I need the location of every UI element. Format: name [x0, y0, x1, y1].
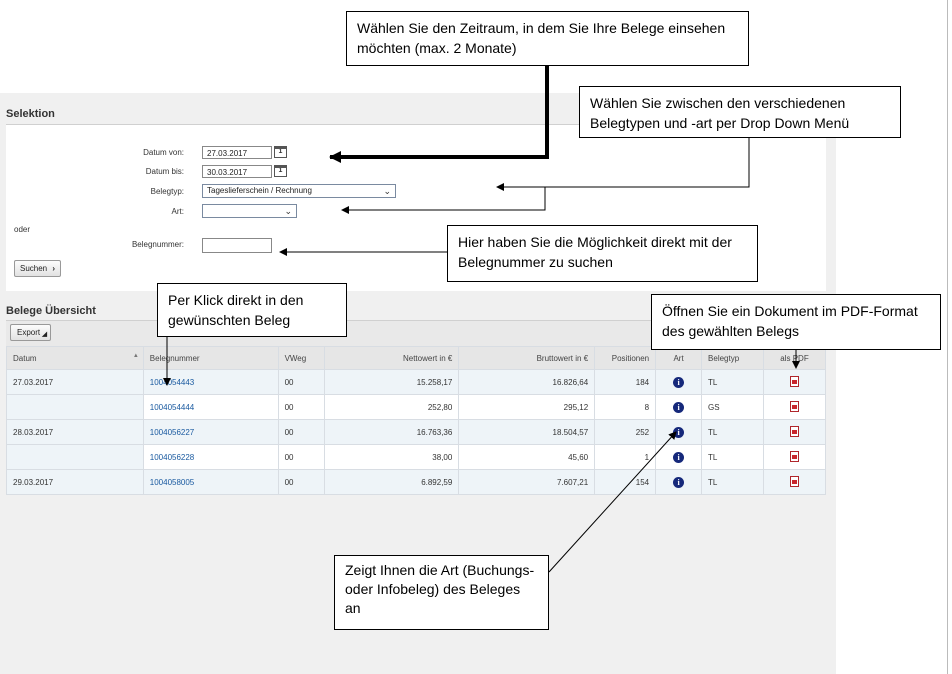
selection-title: Selektion	[6, 108, 55, 120]
overview-title: Belege Übersicht	[6, 305, 96, 317]
row-doc-type: TL	[701, 469, 764, 495]
row-vweg: 00	[277, 469, 325, 495]
callout-doc-types: Wählen Sie zwischen den verschiedenen Be…	[579, 86, 901, 138]
row-vweg: 00	[277, 419, 325, 445]
date-from-input[interactable]: 27.03.2017	[202, 146, 272, 159]
row-date	[6, 394, 144, 420]
row-net: 16.763,36	[323, 419, 460, 445]
row-positions: 252	[594, 419, 657, 445]
doc-number-label: Belegnummer:	[131, 240, 184, 249]
sort-ascending-icon[interactable]: ▲	[132, 353, 139, 359]
date-to-label: Datum bis:	[145, 167, 184, 176]
row-number-link[interactable]: 1004054444	[142, 394, 279, 420]
table-header-row: Datum ▲ Belegnummer VWeg Nettowert in € …	[6, 346, 826, 370]
doc-type-label: Belegtyp:	[150, 187, 184, 196]
row-gross: 45,60	[458, 444, 596, 470]
info-icon[interactable]: i	[673, 476, 685, 488]
callout-doc-number: Hier haben Sie die Möglichkeit direkt mi…	[447, 225, 758, 282]
chevron-down-icon: ⌄	[284, 206, 292, 216]
search-button-label: Suchen	[20, 264, 48, 273]
arrow-kind	[341, 187, 546, 214]
row-doc-type: TL	[701, 444, 764, 470]
window-border	[947, 0, 948, 674]
pdf-icon[interactable]	[790, 375, 799, 387]
row-number-link[interactable]: 1004058005	[142, 469, 279, 495]
table-row: 1004054444 00 252,80 295,12 8 i GS	[6, 394, 826, 420]
row-positions: 154	[594, 469, 657, 495]
row-gross: 7.607,21	[458, 469, 596, 495]
doc-number-input[interactable]	[202, 238, 272, 253]
column-header-date[interactable]: Datum ▲	[6, 346, 144, 370]
documents-table: Datum ▲ Belegnummer VWeg Nettowert in € …	[6, 346, 826, 495]
callout-period: Wählen Sie den Zeitraum, in dem Sie Ihre…	[346, 11, 749, 66]
callout-pdf: Öffnen Sie ein Dokument im PDF-Format de…	[651, 294, 941, 350]
table-row: 29.03.2017 1004058005 00 6.892,59 7.607,…	[6, 469, 826, 495]
doc-type-select[interactable]: Tageslieferschein / Rechnung ⌄	[202, 184, 396, 198]
pdf-icon[interactable]	[790, 425, 799, 437]
table-row: 28.03.2017 1004056227 00 16.763,36 18.50…	[6, 419, 826, 445]
kind-select[interactable]: ⌄	[202, 204, 297, 218]
date-from-calendar-icon[interactable]: 1	[274, 146, 287, 158]
info-icon[interactable]: i	[673, 426, 685, 438]
dropdown-corner-icon: ◢	[41, 331, 48, 338]
kind-label: Art:	[171, 207, 184, 216]
row-date: 28.03.2017	[6, 419, 144, 445]
date-to-calendar-icon[interactable]: 1	[274, 165, 287, 177]
chevron-right-icon: ›	[52, 264, 56, 273]
row-number-link[interactable]: 1004056227	[142, 419, 279, 445]
arrow-doc-type	[496, 138, 750, 191]
callout-click: Per Klick direkt in den gewünschten Bele…	[157, 283, 347, 337]
info-icon[interactable]: i	[673, 376, 685, 388]
arrow-kind-icon	[548, 431, 677, 573]
row-net: 252,80	[323, 394, 460, 420]
row-date: 29.03.2017	[6, 469, 144, 495]
row-positions: 184	[594, 369, 657, 395]
pdf-icon[interactable]	[790, 450, 799, 462]
row-date	[6, 444, 144, 470]
row-number-link[interactable]: 1004056228	[142, 444, 279, 470]
column-header-pdf[interactable]: als PDF	[763, 346, 826, 370]
row-net: 15.258,17	[323, 369, 460, 395]
search-button[interactable]: Suchen ›	[14, 260, 62, 277]
row-doc-type: TL	[701, 419, 764, 445]
row-gross: 295,12	[458, 394, 596, 420]
column-header-positions[interactable]: Positionen	[594, 346, 657, 370]
row-vweg: 00	[277, 394, 325, 420]
chevron-down-icon: ⌄	[383, 186, 391, 196]
doc-type-value: Tageslieferschein / Rechnung	[207, 186, 312, 195]
pdf-icon[interactable]	[790, 475, 799, 487]
column-header-number[interactable]: Belegnummer	[142, 346, 279, 370]
info-icon[interactable]: i	[673, 451, 685, 463]
column-header-net[interactable]: Nettowert in €	[323, 346, 460, 370]
pdf-icon[interactable]	[790, 400, 799, 412]
date-to-input[interactable]: 30.03.2017	[202, 165, 272, 178]
date-from-label: Datum von:	[143, 148, 184, 157]
column-header-doc-type[interactable]: Belegtyp	[701, 346, 764, 370]
arrow-period	[329, 66, 549, 163]
export-button[interactable]: Export ◢	[10, 324, 52, 341]
export-button-label: Export	[17, 328, 41, 337]
column-header-vweg[interactable]: VWeg	[277, 346, 325, 370]
callout-kind: Zeigt Ihnen die Art (Buchungs- oder Info…	[334, 555, 549, 630]
row-date: 27.03.2017	[6, 369, 144, 395]
info-icon[interactable]: i	[673, 401, 685, 413]
or-label: oder	[14, 225, 31, 234]
